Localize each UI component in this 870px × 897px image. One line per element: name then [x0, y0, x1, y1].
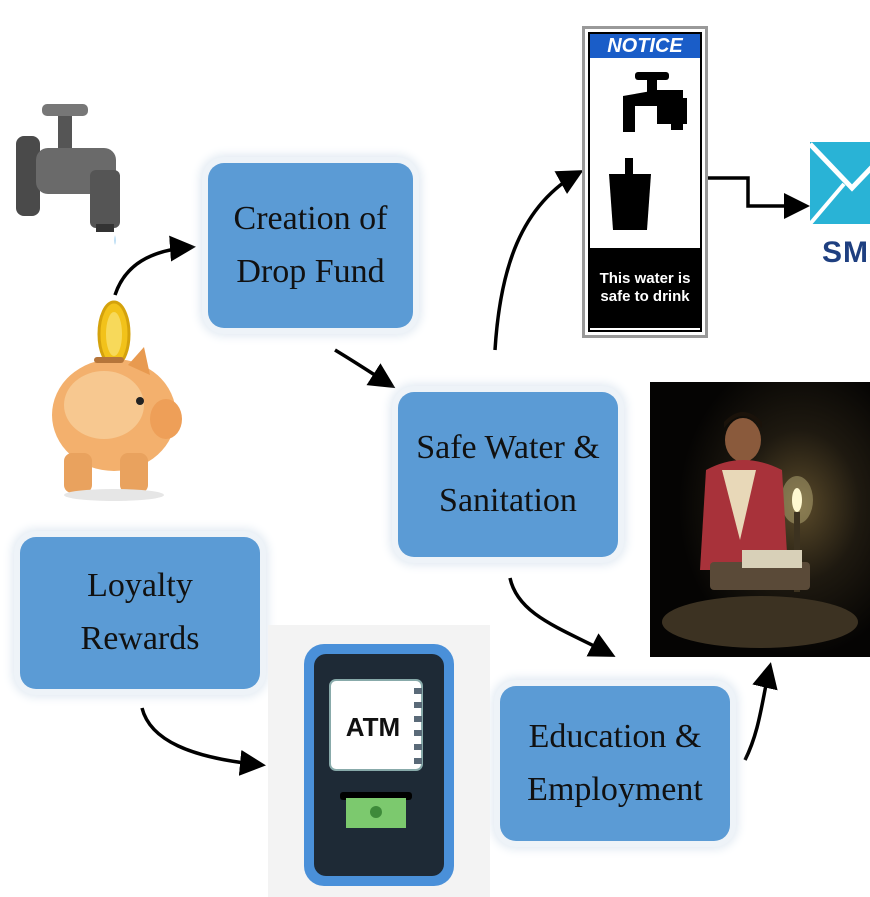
- sms-envelope-icon: [808, 142, 870, 226]
- drop-fund-box: Creation of Drop Fund: [208, 163, 413, 328]
- safe-water-line1: Safe Water &: [416, 428, 600, 466]
- notice-header: NOTICE: [590, 34, 700, 58]
- arrow-education-to-photo: [743, 662, 778, 761]
- safe-water-box: Safe Water & Sanitation: [398, 392, 618, 557]
- atm-label: ATM: [345, 712, 401, 742]
- child-studying-photo: [650, 382, 870, 657]
- tap-cup-icon: [609, 72, 687, 230]
- arrow-safe-water-to-education: [508, 577, 616, 657]
- arrow-notice-to-sms: [705, 176, 810, 219]
- loyalty-rewards-box: Loyalty Rewards: [20, 537, 260, 689]
- arrow-tap-to-drop-fund: [113, 235, 196, 296]
- loyalty-line1: Loyalty: [87, 567, 193, 605]
- notice-border: [588, 32, 702, 332]
- safe-water-line2: Sanitation: [439, 481, 577, 519]
- arrow-drop-fund-to-safe-water: [334, 348, 396, 389]
- notice-line1: This water is: [599, 270, 691, 287]
- notice-footer: This water is safe to drink: [590, 248, 700, 328]
- piggy-bank-icon: [52, 347, 182, 501]
- education-box: Education & Employment: [500, 686, 730, 841]
- notice-line2: safe to drink: [600, 288, 690, 305]
- drop-fund-line2: Drop Fund: [236, 252, 385, 290]
- education-line2: Employment: [527, 770, 703, 808]
- water-tap-icon: [16, 104, 120, 245]
- drop-fund-line1: Creation of: [233, 199, 388, 237]
- sms-label: SMS: [822, 236, 870, 269]
- education-line1: Education &: [528, 717, 702, 755]
- atm-machine-icon: [304, 644, 454, 886]
- loyalty-line2: Rewards: [80, 620, 200, 657]
- arrow-safe-water-to-notice: [493, 170, 584, 351]
- arrow-loyalty-to-atm: [140, 707, 266, 776]
